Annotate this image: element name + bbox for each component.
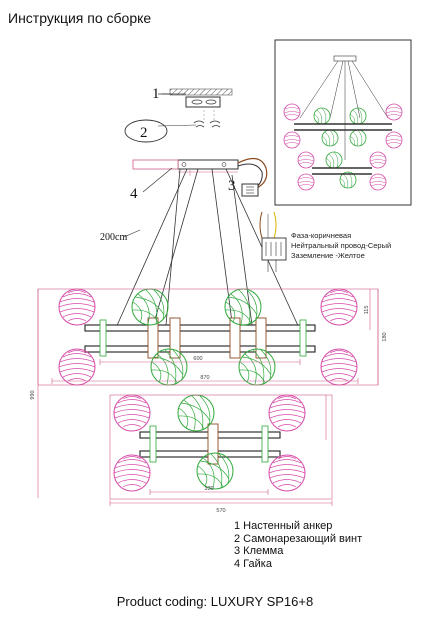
wiring-neutral: Нейтральный провод-Серый xyxy=(291,241,392,250)
green-globe xyxy=(150,348,188,386)
wiring-detail xyxy=(259,211,287,272)
product-coding: Product coding: LUXURY SP16+8 xyxy=(116,594,314,609)
dimension-lines xyxy=(37,288,379,506)
wiring-phase: Фаза-коричневая xyxy=(291,231,352,240)
dim-lower-bar: 330 xyxy=(204,486,213,492)
pink-globe xyxy=(113,454,151,492)
green-globe xyxy=(238,348,276,386)
callout-2-ring xyxy=(124,119,168,143)
thumbnail-frame xyxy=(274,39,412,206)
dim-upper-bar: 600 xyxy=(193,356,202,362)
callout-3: 3 xyxy=(228,178,236,194)
page-title: Инструкция по сборке xyxy=(8,10,152,26)
terminal-detail xyxy=(261,237,287,261)
pink-globe xyxy=(320,348,358,386)
legend-item: 3 Клемма xyxy=(234,545,284,557)
thumbnail-view xyxy=(274,39,412,206)
callout-2: 2 xyxy=(140,125,148,141)
upper-bar-bottom xyxy=(84,345,316,353)
pink-globe xyxy=(58,288,96,326)
wiring-ground: Заземление -Желтое xyxy=(291,251,365,260)
mounting-plate xyxy=(185,96,221,108)
ceiling-mount xyxy=(132,88,268,197)
parts-legend: 1 Настенный анкер 2 Самонарезающий винт … xyxy=(234,520,362,570)
pink-globe xyxy=(268,394,306,432)
dim-height-left: 990 xyxy=(30,390,36,399)
screw-icons xyxy=(193,110,221,128)
upper-bar-top xyxy=(84,324,316,332)
dim-globe-height: 115 xyxy=(364,306,370,315)
legend-item: 1 Настенный анкер xyxy=(234,520,333,532)
dim-upper-overall: 870 xyxy=(200,375,209,381)
upper-tier xyxy=(58,288,358,386)
callout-1: 1 xyxy=(152,86,160,102)
dim-lower-overall: 570 xyxy=(216,508,225,514)
legend-item: 2 Самонарезающий винт xyxy=(234,532,363,545)
canopy-bar xyxy=(177,159,239,170)
cable-length-label: 200cm xyxy=(100,232,127,243)
green-globe xyxy=(196,452,234,490)
wiring-notes: Фаза-коричневая Нейтральный провод-Серый… xyxy=(291,231,391,261)
ceiling-hatch xyxy=(169,88,233,96)
pink-globe xyxy=(268,454,306,492)
legend-item: 4 Гайка xyxy=(234,557,272,570)
green-globe xyxy=(177,394,215,432)
dim-tier-height: 180 xyxy=(382,332,388,341)
pink-globe xyxy=(320,288,358,326)
lower-tier xyxy=(113,394,306,492)
pink-globe xyxy=(113,394,151,432)
callout-4: 4 xyxy=(130,186,138,202)
pink-globe xyxy=(58,348,96,386)
